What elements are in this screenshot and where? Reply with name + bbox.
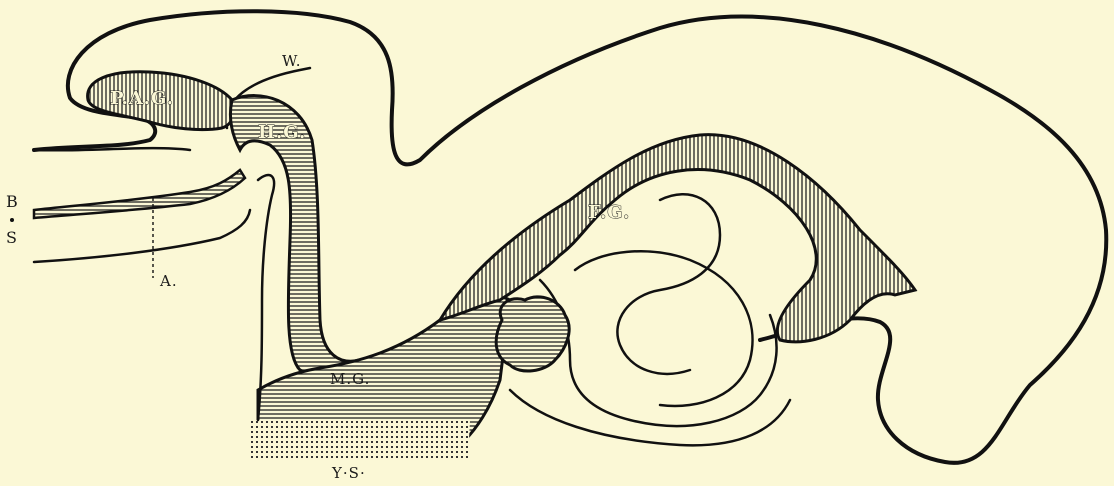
label-b: B <box>6 192 19 211</box>
label-ys: Y·S· <box>331 464 366 482</box>
inner-cavity-outline <box>575 251 753 406</box>
head-cavity-line-lower <box>34 210 250 262</box>
label-s: S <box>6 228 18 247</box>
allantois-nodule <box>496 297 569 371</box>
label-bs-dot <box>10 218 14 222</box>
label-mg: M.G. <box>330 370 370 388</box>
label-pag: P.A.G. <box>110 88 174 109</box>
ventral-limb-outer <box>510 390 790 445</box>
buccal-stalk <box>34 170 245 218</box>
label-hg: H.G. <box>258 122 306 143</box>
yolk-sac-stipple <box>248 420 470 460</box>
heart-loop <box>617 194 720 374</box>
label-a: A. <box>159 272 178 290</box>
label-w: W. <box>282 52 302 70</box>
label-fg: F.G. <box>588 202 630 223</box>
